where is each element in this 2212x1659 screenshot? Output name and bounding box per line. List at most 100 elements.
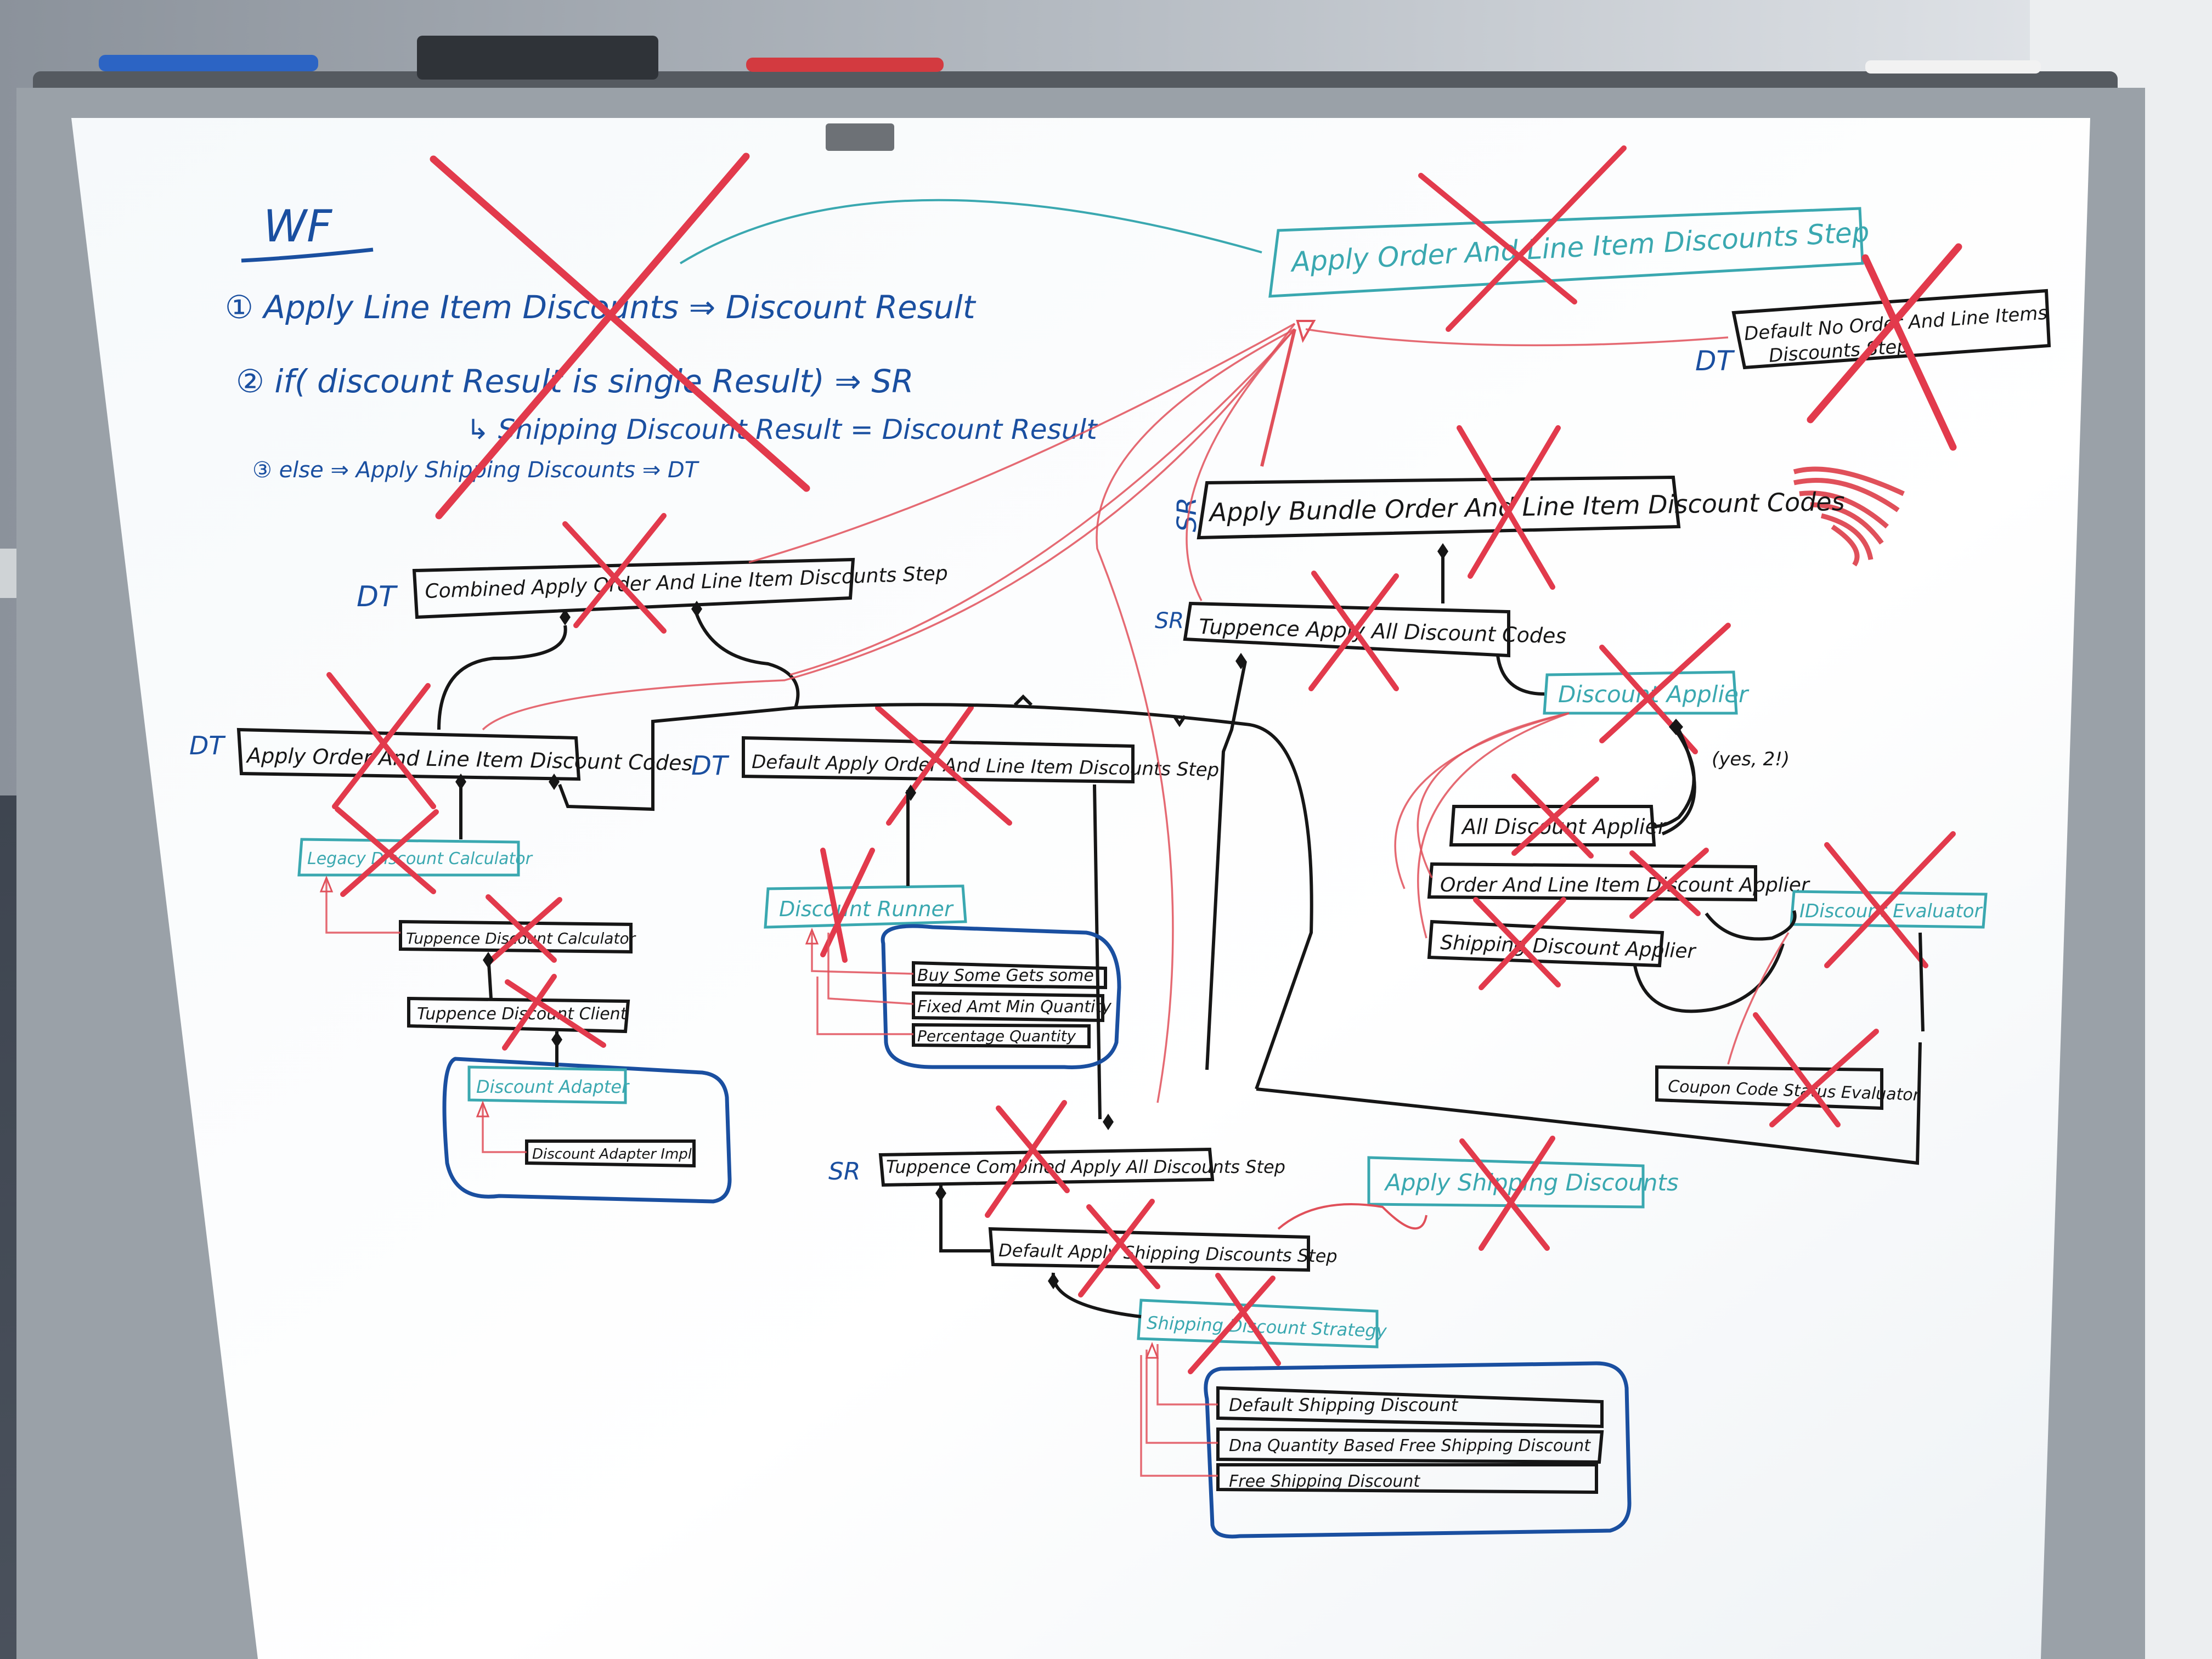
shipping-strategy-cross (1188, 1273, 1281, 1374)
tag-dt-combined: DT (357, 580, 398, 613)
tuppence-combined-box: Tuppence Combined Apply All Discounts St… (878, 1147, 1285, 1187)
link-combined-to-default (558, 613, 800, 811)
free-shipping-box: Free Shipping Discount (1216, 1463, 1598, 1494)
coupon-code-evaluator-cross (1753, 1012, 1879, 1127)
inherit-percent-to-runner (816, 977, 913, 1035)
diamond-combined-left (560, 609, 571, 625)
diamond-tuppence (1235, 653, 1246, 669)
tuppence-combined-cross (985, 1100, 1070, 1218)
combined-apply-cross (562, 513, 667, 634)
shipping-discounts-group (1204, 1361, 1632, 1539)
magnet (826, 123, 894, 151)
diamond-strategy (1048, 1273, 1059, 1289)
arrowhead-adapter (476, 1100, 490, 1118)
tuppence-client-cross (502, 974, 606, 1051)
svg-text:Fixed Amt Min Quantity: Fixed Amt Min Quantity (917, 997, 1112, 1017)
apply-shipping-discounts-cross (1459, 1136, 1555, 1251)
discount-adapter-group (442, 1057, 732, 1204)
tag-sr-tuppence-apply-all: SR (1155, 608, 1184, 634)
discount-runner-box: Discount Runner (764, 884, 967, 929)
all-discount-applier-cross (1511, 774, 1599, 859)
svg-text:Buy Some Gets some: Buy Some Gets some (917, 966, 1094, 985)
note-yes-2: (yes, 2!) (1712, 748, 1790, 770)
link-tuppence-to-applier (1496, 655, 1545, 696)
inherit-default-shipping-to-apply (1277, 1203, 1427, 1230)
discount-runner-cross (820, 848, 875, 963)
inherit-order-to-applier (1417, 712, 1570, 878)
inherit-tuppence-combined-to-step (1096, 328, 1295, 1103)
link-applier-to-all-2 (1661, 729, 1696, 836)
apply-shipping-discounts-box: Apply Shipping Discounts (1367, 1156, 1679, 1209)
svg-text:Tuppence Combined Apply All Di: Tuppence Combined Apply All Discounts St… (886, 1156, 1285, 1177)
connector-workflow-to-step (679, 199, 1262, 264)
bump (1013, 694, 1033, 707)
workflow-notes: WF ① Apply Line Item Discounts ⇒ Discoun… (225, 201, 1098, 483)
discount-adapter-impl-box: Discount Adapter Impl (525, 1139, 696, 1168)
tag-dt-apply-codes: DT (189, 731, 226, 760)
legacy-calculator-cross (335, 806, 439, 897)
inherit-codes-to-step (482, 323, 1296, 731)
bump-2 (1172, 715, 1187, 727)
svg-text:Order And Line Item Discount A: Order And Line Item Discount Applier (1440, 874, 1810, 896)
inherit-buysome-to-runner (811, 933, 914, 975)
order-line-item-applier-box: Order And Line Item Discount Applier (1427, 862, 1810, 902)
default-no-order-cross (1807, 243, 1962, 451)
link-combined-to-default-shipping (939, 1185, 990, 1252)
svg-text:Percentage Quantity: Percentage Quantity (917, 1027, 1076, 1045)
inherit-impl-to-adapter (482, 1103, 527, 1153)
idiscount-evaluator-cross (1824, 831, 1956, 968)
diamond-combined-bottom (1103, 1114, 1114, 1130)
link-tuppence-down (1205, 661, 1247, 1070)
diamond-client (483, 952, 494, 968)
tuppence-calculator-cross (486, 894, 562, 966)
tag-dt-default-no-order: DT (1695, 345, 1735, 377)
arrowhead-top-step (1296, 320, 1316, 343)
diamond-combined-right (691, 601, 702, 617)
eraser (417, 36, 658, 80)
board-surface (71, 118, 2090, 1659)
link-combined-to-codes (437, 625, 567, 730)
workflow-step-2b: ↳ Shipping Discount Result = Discount Re… (466, 414, 1098, 445)
apply-order-step-cross (1418, 145, 1627, 332)
arrowhead-legacy (319, 875, 334, 893)
marker-blue (99, 55, 318, 71)
marker-white (1865, 60, 2041, 74)
legacy-calculator-box: Legacy Discount Calculator (297, 838, 533, 877)
inherit-arrow-default-no-order (1305, 328, 1729, 347)
idiscount-evaluator-box: IDiscount Evaluator (1790, 890, 1988, 929)
inherit-coupon-to-evaluator (1727, 932, 1790, 1065)
tuppence-apply-all-cross (1308, 571, 1399, 691)
arrowhead-strategy (1145, 1341, 1159, 1359)
svg-text:Legacy Discount Calculator: Legacy Discount Calculator (307, 849, 533, 868)
fixed-amt-box: Fixed Amt Min Quantity (912, 991, 1112, 1023)
buy-some-box: Buy Some Gets some (912, 961, 1107, 990)
svg-text:Free Shipping Discount: Free Shipping Discount (1229, 1472, 1420, 1491)
workflow-heading: WF (263, 201, 332, 252)
inherit-default-to-step (789, 328, 1296, 676)
diamond-bundle (1437, 543, 1448, 560)
order-line-item-applier-cross (1629, 848, 1709, 919)
inherit-tuppence-calc-to-legacy (325, 878, 400, 934)
diamond-applier (1669, 719, 1683, 735)
svg-text:Dna Quantity Based Free Shippi: Dna Quantity Based Free Shipping Discoun… (1229, 1436, 1591, 1455)
default-apply-order-cross (875, 705, 1012, 826)
apply-order-codes-cross (326, 672, 436, 809)
workflow-step-2: ② if( discount Result is single Result) … (236, 363, 913, 400)
runner-strategies-group (881, 924, 1121, 1069)
discount-adapter-box: Discount Adapter (467, 1065, 630, 1104)
svg-text:Default Shipping Discount: Default Shipping Discount (1229, 1395, 1459, 1415)
tuppence-client-box: Tuppence Discount Client (407, 996, 630, 1034)
inherit-fixed-to-runner (827, 933, 914, 1005)
link-horizontal-bracket (795, 703, 1313, 1090)
inherit-all-to-applier (1394, 712, 1570, 889)
diamond-default-shipping (935, 1185, 946, 1201)
diamond-runner (905, 785, 916, 801)
workflow-cross (430, 153, 810, 520)
svg-text:Discount Adapter Impl: Discount Adapter Impl (532, 1146, 692, 1163)
tag-sr-tuppence-combined: SR (828, 1158, 861, 1186)
svg-text:Discount Runner: Discount Runner (779, 897, 954, 921)
link-bottom-bracket (1256, 1042, 1922, 1165)
inherit-default-shipping-to-strategy (1156, 1344, 1218, 1406)
marker-red (746, 58, 944, 72)
